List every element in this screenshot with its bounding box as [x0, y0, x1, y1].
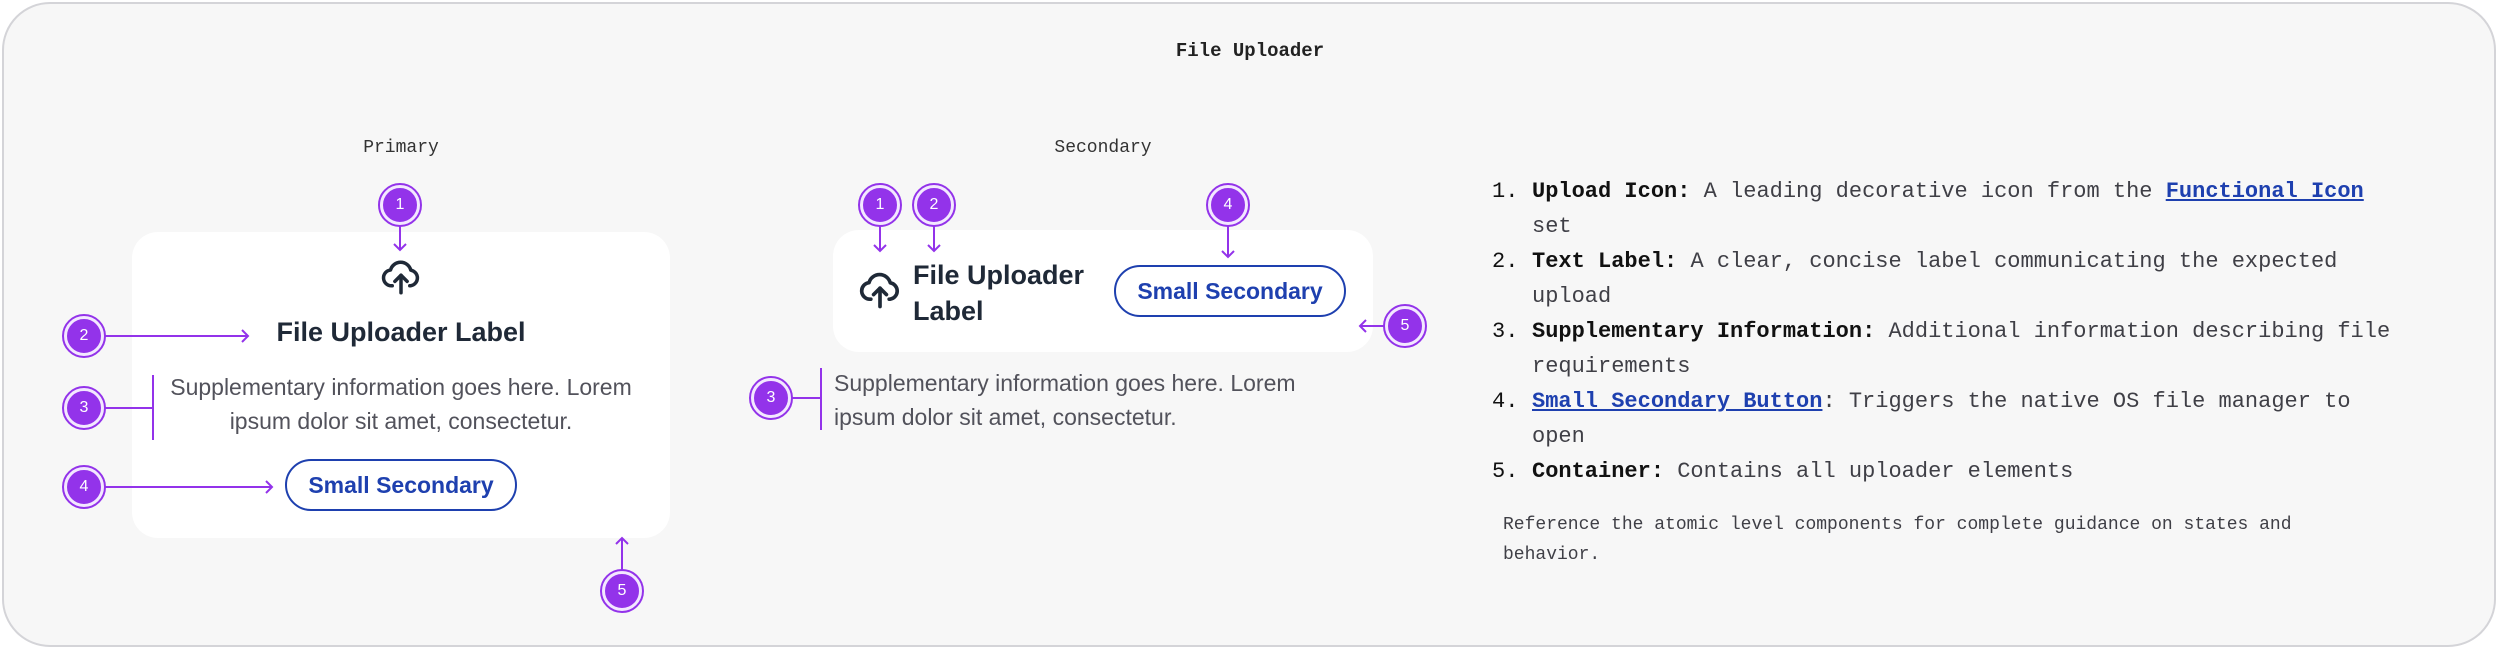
secondary-section-label: Secondary — [1054, 138, 1152, 158]
cloud-upload-icon — [859, 272, 900, 309]
reference-note: Reference the atomic level components fo… — [1503, 515, 2292, 565]
secondary-callout-1-icon: 1 — [858, 183, 902, 227]
legend-number: 1. — [1492, 179, 1519, 204]
legend-description: Triggers the native OS file manager to o… — [1532, 389, 2351, 449]
cloud-upload-icon — [381, 260, 420, 295]
legend-description: Contains all uploader elements — [1677, 459, 2074, 484]
legend-description-suffix: set — [1532, 214, 1572, 239]
legend-term: Text Label — [1532, 249, 1665, 274]
diagram-title: File Uploader — [1175, 40, 1325, 62]
legend-number: 5. — [1492, 459, 1519, 484]
legend-description: A leading decorative icon from the — [1703, 179, 2166, 204]
secondary-uploader-label: File Uploader Label — [913, 260, 1085, 326]
legend-number: 4. — [1492, 389, 1519, 414]
primary-supplementary-text: Supplementary information goes here. Lor… — [170, 374, 632, 434]
primary-uploader-label: File Uploader Label — [276, 317, 526, 347]
legend-term: Supplementary Information — [1532, 319, 1863, 344]
anatomy-legend: 1. Upload Icon: A leading decorative ico… — [1492, 174, 2402, 489]
secondary-callout-3-supplementary: 3 — [749, 376, 793, 420]
legend-item-button: 4. Small Secondary Button: Triggers the … — [1492, 384, 2402, 454]
legend-term: Upload Icon — [1532, 179, 1678, 204]
functional-icon-link[interactable]: Functional Icon — [2165, 179, 2364, 204]
legend-number: 3. — [1492, 319, 1519, 344]
small-secondary-button-link[interactable]: Small Secondary Button — [1532, 389, 1823, 414]
secondary-callout-5-container: 5 — [1383, 304, 1427, 348]
secondary-supplementary-text: Supplementary information goes here. Lor… — [834, 370, 1296, 430]
legend-item-upload-icon: 1. Upload Icon: A leading decorative ico… — [1492, 174, 2402, 244]
legend-item-text-label: 2. Text Label: A clear, concise label co… — [1492, 244, 2402, 314]
legend-item-supplementary: 3. Supplementary Information: Additional… — [1492, 314, 2402, 384]
secondary-small-secondary-button[interactable]: Small Secondary — [1114, 265, 1346, 317]
legend-description: A clear, concise label communicating the… — [1532, 249, 2338, 309]
secondary-callout-2-label: 2 — [912, 183, 956, 227]
primary-callout-4-button: 4 — [62, 465, 106, 509]
legend-item-container: 5. Container: Contains all uploader elem… — [1492, 454, 2402, 489]
primary-callout-2-label: 2 — [62, 314, 106, 358]
primary-section-label: Primary — [363, 138, 439, 158]
primary-small-secondary-button[interactable]: Small Secondary — [285, 459, 517, 511]
primary-callout-5-container: 5 — [600, 569, 644, 613]
legend-term: Container — [1532, 459, 1651, 484]
primary-callout-1-icon: 1 — [378, 183, 422, 227]
legend-description: Additional information describing file r… — [1532, 319, 2391, 379]
legend-number: 2. — [1492, 249, 1519, 274]
secondary-callout-4-button: 4 — [1206, 183, 1250, 227]
primary-callout-3-supplementary: 3 — [62, 386, 106, 430]
